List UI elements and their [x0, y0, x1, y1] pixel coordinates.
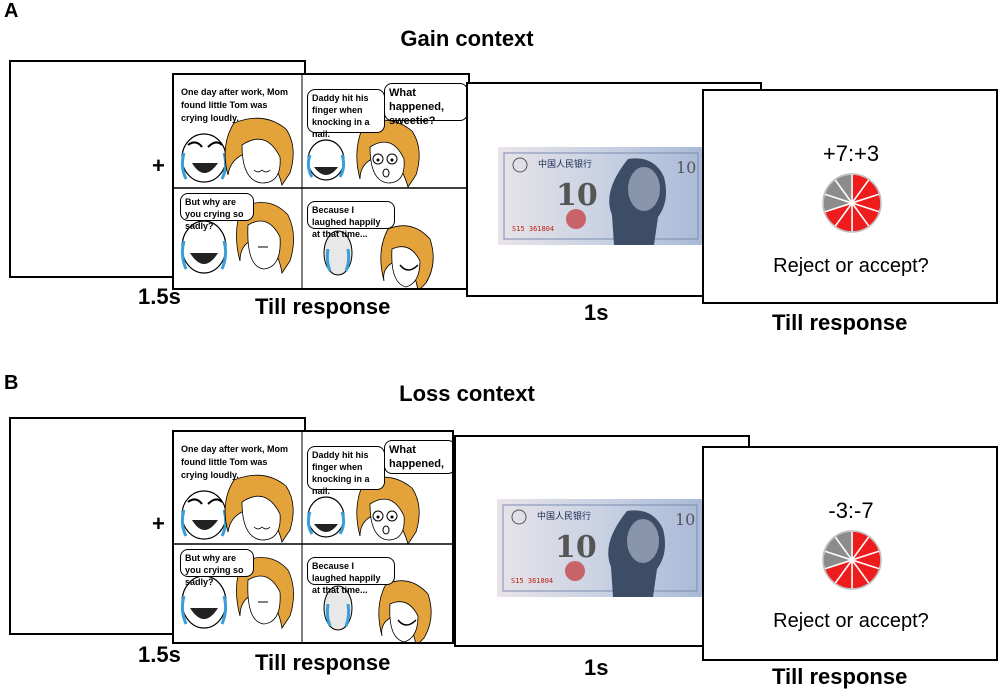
speech-bubble-mom-question: But why are you crying so sadly?: [180, 193, 254, 231]
svg-text:10: 10: [675, 510, 695, 529]
pie-outline: [822, 173, 882, 233]
fixation-cross: +: [152, 153, 165, 178]
question-text: Reject or accept?: [773, 255, 929, 277]
timing-fixation: 1.5s: [138, 642, 181, 667]
timing-note: 1s: [584, 300, 609, 325]
proportion-pie: [822, 173, 882, 233]
svg-text:中国人民银行: 中国人民银行: [538, 158, 592, 170]
svg-text:10: 10: [676, 158, 696, 177]
comic-story-screen: One day after work, Mom found little Tom…: [172, 73, 470, 290]
comic-story-screen: One day after work, Mom found little Tom…: [172, 430, 454, 644]
speech-bubble-boy-answer: Because I laughed happily at that time..…: [307, 557, 395, 595]
timing-note: 1s: [584, 655, 609, 680]
timing-decision: Till response: [772, 664, 908, 689]
decision-screen: -3:-7 Reject or accept?: [702, 446, 998, 661]
banknote-image: 中国人民银行 10 10 S15 361804: [498, 147, 704, 245]
speech-bubble-mom-question: But why are you crying so sadly?: [180, 549, 254, 587]
speech-bubble-mom: What happened, sweetie?: [384, 440, 452, 474]
pie-outline: [822, 530, 882, 590]
speech-bubble-mom: What happened, sweetie?: [384, 83, 468, 127]
timing-story: Till response: [255, 294, 391, 319]
comic-caption: One day after work, Mom found little Tom…: [181, 87, 289, 123]
svg-text:10: 10: [556, 178, 598, 213]
speech-bubble-boy: Daddy hit his finger when knocking in a …: [307, 446, 385, 496]
context-title: Loss context: [399, 381, 535, 406]
speech-bubble-boy-answer: Because I laughed happily at that time..…: [307, 201, 395, 239]
svg-text:中国人民银行: 中国人民银行: [537, 510, 591, 522]
speech-bubble-boy: Daddy hit his finger when knocking in a …: [307, 89, 385, 139]
context-title: Gain context: [400, 26, 534, 51]
offer-text: -3:-7: [828, 498, 874, 523]
svg-text:10: 10: [555, 530, 597, 565]
timing-story: Till response: [255, 650, 391, 675]
panel-letter: B: [4, 372, 19, 394]
question-text: Reject or accept?: [773, 610, 929, 632]
fixation-cross: +: [152, 511, 165, 536]
offer-text: +7:+3: [822, 141, 880, 166]
timing-fixation: 1.5s: [138, 284, 181, 309]
comic-illustration: [174, 432, 452, 642]
timing-decision: Till response: [772, 310, 908, 335]
proportion-pie: [822, 530, 882, 590]
banknote-screen: 中国人民银行 10 10 S15 361804: [454, 435, 750, 647]
svg-text:S15 361804: S15 361804: [511, 577, 553, 585]
comic-illustration: [174, 75, 468, 288]
comic-caption: One day after work, Mom found little Tom…: [181, 444, 289, 480]
banknote-image: 中国人民银行 10 10 S15 361804: [497, 499, 703, 597]
panel-letter: A: [4, 0, 19, 22]
decision-screen: +7:+3 Reject or accept?: [702, 89, 998, 304]
svg-text:S15 361804: S15 361804: [512, 225, 554, 233]
